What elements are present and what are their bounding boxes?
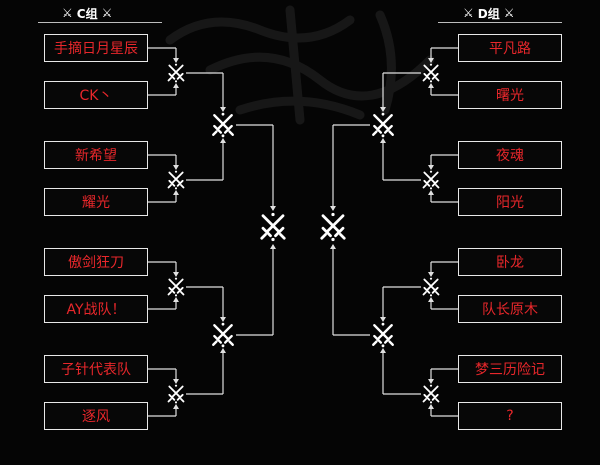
team-slot-c1[interactable]: 手摘日月星辰 xyxy=(44,34,148,62)
team-slot-c2[interactable]: CK丶 xyxy=(44,81,148,109)
group-c-label: C组 xyxy=(76,6,98,21)
connector-arrowhead xyxy=(380,138,386,143)
connector-arrowhead xyxy=(173,83,179,88)
connector-arrowhead xyxy=(173,404,179,409)
crossed-swords-icon xyxy=(370,322,396,348)
crossed-swords-icon xyxy=(210,112,236,138)
crossed-swords-icon xyxy=(166,170,186,190)
crossed-swords-icon xyxy=(166,384,186,404)
connector-arrowhead xyxy=(380,317,386,322)
group-d-header: ⚔ D组 ⚔ xyxy=(463,4,515,22)
connector-arrowhead xyxy=(428,379,434,384)
crossed-swords-icon: ⚔ xyxy=(62,6,73,20)
crossed-swords-icon: ⚔ xyxy=(503,6,515,20)
team-slot-d3[interactable]: 夜魂 xyxy=(458,141,562,169)
connector-arrowhead xyxy=(173,297,179,302)
group-d-header-underline xyxy=(438,22,562,23)
connector-arrowhead xyxy=(173,190,179,195)
team-slot-d8[interactable]: ? xyxy=(458,402,562,430)
team-slot-c4[interactable]: 耀光 xyxy=(44,188,148,216)
team-slot-d5[interactable]: 卧龙 xyxy=(458,248,562,276)
crossed-swords-icon xyxy=(166,277,186,297)
connector-arrowhead xyxy=(428,83,434,88)
connector-arrowhead xyxy=(270,206,276,211)
crossed-swords-icon: ⚔ xyxy=(101,6,113,20)
crossed-swords-icon xyxy=(421,277,441,297)
crossed-swords-icon: ⚔ xyxy=(463,6,474,20)
team-slot-c5[interactable]: 傲剑狂刀 xyxy=(44,248,148,276)
connector-arrowhead xyxy=(270,244,276,249)
connector-arrowhead xyxy=(220,138,226,143)
crossed-swords-icon xyxy=(421,63,441,83)
crossed-swords-icon xyxy=(318,212,348,242)
connector-arrowhead xyxy=(380,107,386,112)
team-slot-c6[interactable]: AY战队！ xyxy=(44,295,148,323)
team-slot-d7[interactable]: 梦三历险记 xyxy=(458,355,562,383)
crossed-swords-icon xyxy=(421,384,441,404)
connector-arrowhead xyxy=(380,348,386,353)
group-d-label: D组 xyxy=(477,6,500,21)
crossed-swords-icon xyxy=(370,112,396,138)
connector-arrowhead xyxy=(330,206,336,211)
team-slot-d6[interactable]: 队长原木 xyxy=(458,295,562,323)
connector-arrowhead xyxy=(330,244,336,249)
team-slot-d2[interactable]: 曙光 xyxy=(458,81,562,109)
connector-arrowhead xyxy=(428,272,434,277)
team-slot-d4[interactable]: 阳光 xyxy=(458,188,562,216)
connector-arrowhead xyxy=(173,58,179,63)
team-slot-d1[interactable]: 平凡路 xyxy=(458,34,562,62)
group-c-header: ⚔ C组 ⚔ xyxy=(62,4,112,22)
connector-arrowhead xyxy=(428,165,434,170)
crossed-swords-icon xyxy=(166,63,186,83)
group-c-header-underline xyxy=(38,22,162,23)
team-slot-c3[interactable]: 新希望 xyxy=(44,141,148,169)
connector-arrowhead xyxy=(220,348,226,353)
connector-arrowhead xyxy=(428,297,434,302)
connector-arrowhead xyxy=(220,317,226,322)
connector-arrowhead xyxy=(428,404,434,409)
connector-arrowhead xyxy=(173,165,179,170)
team-slot-c8[interactable]: 逐风 xyxy=(44,402,148,430)
connector-arrowhead xyxy=(220,107,226,112)
crossed-swords-icon xyxy=(421,170,441,190)
connector-arrowhead xyxy=(428,58,434,63)
connector-arrowhead xyxy=(173,272,179,277)
connector-arrowhead xyxy=(428,190,434,195)
team-slot-c7[interactable]: 子针代表队 xyxy=(44,355,148,383)
crossed-swords-icon xyxy=(258,212,288,242)
connector-arrowhead xyxy=(173,379,179,384)
crossed-swords-icon xyxy=(210,322,236,348)
